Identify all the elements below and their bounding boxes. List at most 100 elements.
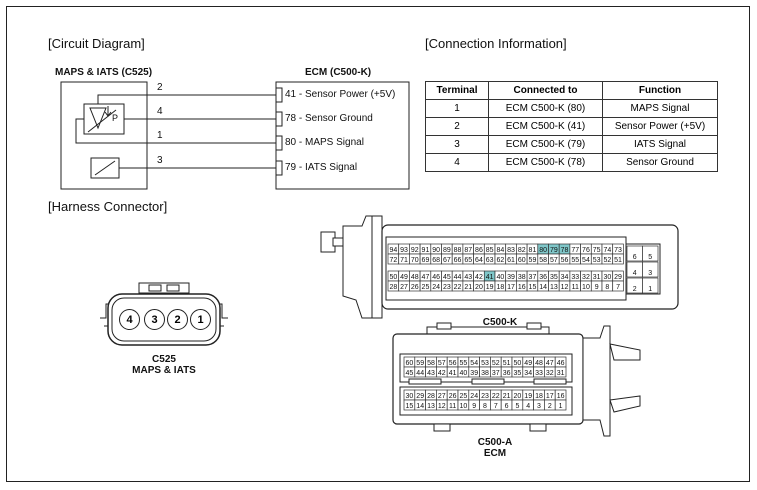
c500k-pin-label: 42: [475, 274, 483, 281]
c500k-pin-label: 65: [464, 257, 472, 264]
c500a-pin-label: 25: [460, 393, 468, 400]
c500a-pin-label: 2: [548, 403, 552, 410]
c500k-pin-label: 56: [561, 257, 569, 264]
c500k-pin-label: 26: [411, 284, 419, 291]
ecm-pin-41: 41: [285, 89, 297, 100]
c500a-pin-label: 46: [557, 360, 565, 367]
ecm-label-sensor-ground: - Sensor Ground: [298, 113, 373, 124]
c500k-pin-label: 76: [582, 247, 590, 254]
c500a-pin-label: 53: [481, 360, 489, 367]
c500k-pin-label: 27: [400, 284, 408, 291]
c500k-pin-label: 24: [432, 284, 440, 291]
c500a-pin-label: 8: [483, 403, 487, 410]
c525-cavity-2: 2: [167, 309, 188, 330]
c500k-pin-label: 22: [454, 284, 462, 291]
c500a-pin-label: 4: [526, 403, 530, 410]
c500k-pin-label: 39: [507, 274, 515, 281]
c500a-pin-label: 50: [514, 360, 522, 367]
c500a-pin-label: 37: [492, 370, 500, 377]
c525-latch: [138, 282, 190, 294]
c500k-pin-label: 35: [550, 274, 558, 281]
c500a-pin-label: 60: [406, 360, 414, 367]
c500a-caption: C500-A ECM: [460, 437, 530, 459]
c500k-pin-label: 80: [539, 247, 547, 254]
c500k-pin-label: 45: [443, 274, 451, 281]
c500a-pin-label: 21: [503, 393, 511, 400]
c500a-pin-label: 32: [546, 370, 554, 377]
c500k-pin-label: 73: [614, 247, 622, 254]
c500k-pin-label: 28: [389, 284, 397, 291]
c500a-pin-label: 23: [481, 393, 489, 400]
c500a-pin-label: 44: [416, 370, 424, 377]
c500a-pin-label: 28: [427, 393, 435, 400]
c500a-pin-label: 38: [481, 370, 489, 377]
c500k-side-block: [625, 243, 661, 295]
cell-connected-to: ECM C500-K (78): [488, 153, 603, 172]
c500k-pin-cell: [612, 253, 624, 265]
sensor-pin-1: 1: [157, 130, 163, 141]
c500a-pin-label: 14: [416, 403, 424, 410]
c500a-pin-label: 16: [557, 393, 565, 400]
c500k-pin-label: 58: [539, 257, 547, 264]
c500k-pin-label: 87: [464, 247, 472, 254]
c500k-side-pin-label: 5: [648, 254, 652, 261]
c500a-pin-label: 27: [438, 393, 446, 400]
maps-p-symbol: P: [112, 113, 119, 123]
c500a-pin-label: 13: [427, 403, 435, 410]
c500k-pin-label: 30: [603, 274, 611, 281]
c500a-pin-label: 9: [472, 403, 476, 410]
c500k-pin-label: 52: [603, 257, 611, 264]
sensor-box: [60, 81, 148, 190]
c500k-pin-label: 93: [400, 247, 408, 254]
c500k-pin-label: 12: [561, 284, 569, 291]
c500k-pin-label: 79: [550, 247, 558, 254]
c500k-side-pin-label: 4: [633, 270, 637, 277]
c500k-pin-label: 14: [539, 284, 547, 291]
c500k-pin-label: 9: [595, 284, 599, 291]
c500k-pin-label: 29: [614, 274, 622, 281]
c500a-pin-label: 34: [524, 370, 532, 377]
ecm-wire-sensor-ground: 78 - Sensor Ground: [285, 113, 373, 124]
c500a-pin-label: 31: [557, 370, 565, 377]
c500k-pin-label: 53: [593, 257, 601, 264]
c500k-pin-label: 78: [561, 247, 569, 254]
c500k-pin-label: 57: [550, 257, 558, 264]
c500k-pin-label: 91: [422, 247, 430, 254]
c500a-pin-label: 57: [438, 360, 446, 367]
c500a-pin-label: 48: [535, 360, 543, 367]
table-row: 1 ECM C500-K (80) MAPS Signal: [425, 99, 718, 118]
c500a-pin-label: 22: [492, 393, 500, 400]
c500k-pin-label: 63: [486, 257, 494, 264]
table-row: 4 ECM C500-K (78) Sensor Ground: [425, 153, 718, 172]
ecm-pin-78: 78: [285, 113, 297, 124]
table-row: 2 ECM C500-K (41) Sensor Power (+5V): [425, 117, 718, 136]
c500a-pin-label: 39: [470, 370, 478, 377]
c500k-side-pin-cell: [642, 261, 659, 278]
c500k-pin-label: 31: [593, 274, 601, 281]
c500k-pin-label: 36: [539, 274, 547, 281]
sensor-pin-2: 2: [157, 82, 163, 93]
c500k-pin-label: 41: [486, 274, 494, 281]
c500k-pin-label: 81: [529, 247, 537, 254]
c500a-pin-label: 36: [503, 370, 511, 377]
c500k-pin-label: 47: [422, 274, 430, 281]
c500a-pin-label: 26: [449, 393, 457, 400]
c525-caption-line2: MAPS & IATS: [132, 365, 196, 376]
c500k-pin-label: 90: [432, 247, 440, 254]
c500a-pin-label: 3: [537, 403, 541, 410]
c500a-pin-label: 43: [427, 370, 435, 377]
cell-function: Sensor Ground: [602, 153, 718, 172]
maps-triangle: [89, 107, 107, 130]
c500a-pin-label: 18: [535, 393, 543, 400]
c500k-pin-label: 43: [464, 274, 472, 281]
c500a-pin-cell: [554, 366, 567, 378]
c500k-pin-label: 19: [486, 284, 494, 291]
c500a-pin-label: 12: [438, 403, 446, 410]
c500a-caption-line1: C500-A: [477, 437, 513, 448]
ecm-label-sensor-power: - Sensor Power (+5V): [298, 89, 396, 100]
c500k-pin-label: 85: [486, 247, 494, 254]
c500k-pin-label: 34: [561, 274, 569, 281]
c500k-pin-label: 46: [432, 274, 440, 281]
